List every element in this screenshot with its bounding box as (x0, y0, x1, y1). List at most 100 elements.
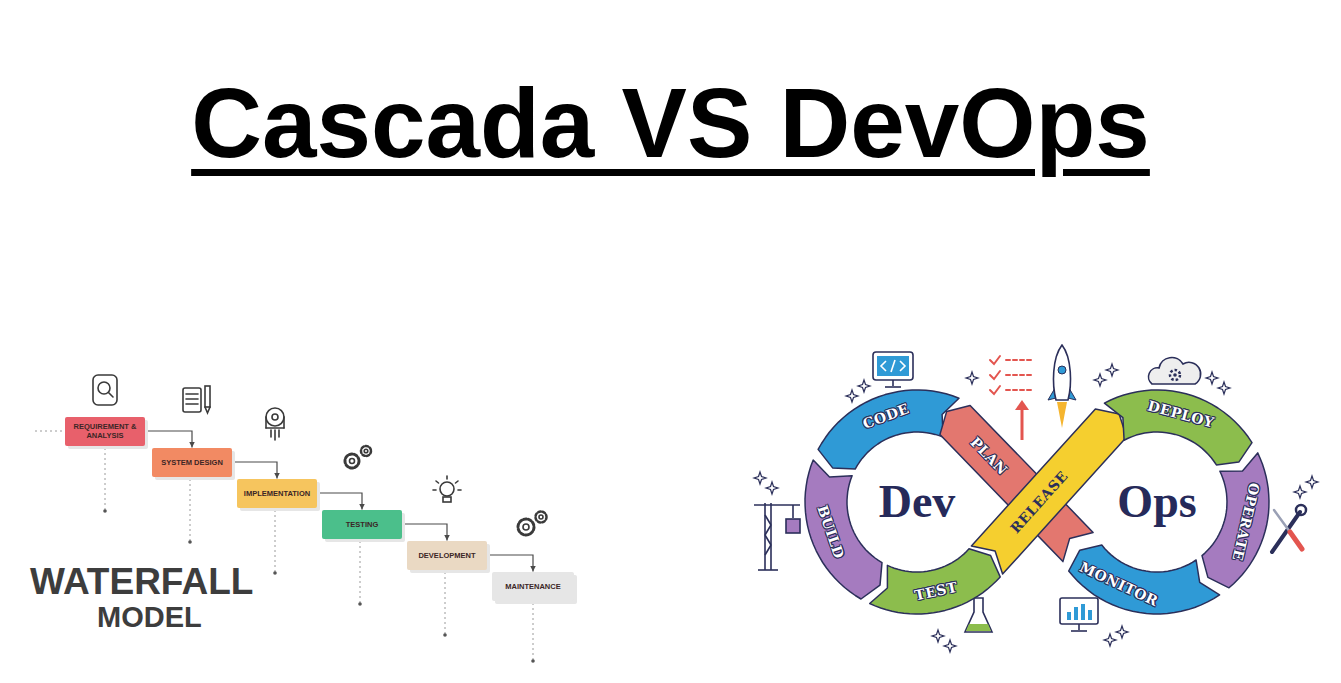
crane-icon (758, 569, 778, 571)
segment-shape (818, 390, 959, 469)
crane-icon (765, 535, 771, 545)
loop-center-label: Dev (879, 479, 956, 525)
waterfall-icon (270, 430, 272, 437)
sparkle (846, 390, 858, 402)
segment-shape (1202, 453, 1269, 588)
step-label: MAINTENANCE (505, 582, 560, 591)
chart-monitor-icon (1088, 610, 1092, 620)
segment-outline (1199, 450, 1271, 590)
sparkle (766, 482, 778, 494)
cloud-gear-icon (1173, 373, 1177, 377)
model-title: MODEL (97, 603, 202, 632)
waterfall-icon (278, 430, 280, 437)
crane-icon (786, 519, 800, 533)
waterfall-guide (105, 448, 106, 510)
flow-arrow (145, 431, 192, 448)
code-monitor-icon (877, 356, 909, 376)
chart-monitor-icon (1060, 598, 1098, 624)
waterfall-guide (360, 541, 361, 603)
cloud-gear-icon (1170, 370, 1180, 380)
process-step-box: REQUIREMENT & ANALYSIS (65, 417, 145, 446)
code-monitor-icon (873, 352, 913, 387)
segment-shape (805, 460, 882, 599)
crane-icon (770, 503, 772, 570)
tools-icon (1296, 505, 1306, 515)
code-monitor-icon (891, 360, 895, 372)
crane-icon (765, 515, 771, 525)
sparkle (932, 630, 944, 642)
cloud-gear-icon (1148, 358, 1200, 384)
step-label: SYSTEM DESIGN (161, 458, 223, 467)
tools-icon (1290, 532, 1302, 549)
sparkle (1104, 634, 1116, 646)
crane-icon (792, 505, 794, 518)
waterfall-icon (456, 481, 459, 483)
step-label: IMPLEMENTATION (244, 489, 310, 498)
sparkle (1106, 364, 1118, 376)
flask-icon (966, 624, 991, 631)
waterfall-icon (345, 454, 359, 468)
devops-loop-segment: CODE (816, 388, 961, 472)
waterfall-icon (440, 482, 454, 496)
process-step-box: DEVELOPMENT (407, 541, 487, 570)
waterfall-icon (205, 386, 210, 407)
crane-icon (765, 545, 771, 555)
waterfall-icon (361, 446, 371, 456)
segment-shape (1104, 390, 1252, 465)
sparkle (1306, 476, 1318, 488)
segment-shape (1069, 545, 1220, 614)
step-label: TESTING (346, 520, 379, 529)
guide-dot (188, 540, 192, 544)
plan-arrow-icon (1015, 400, 1029, 440)
segment-outline (1102, 388, 1254, 467)
guide-dot (103, 509, 107, 513)
guide-dot (358, 602, 362, 606)
sparkle (1206, 372, 1218, 384)
waterfall-guide (445, 572, 446, 634)
waterfall-icon (518, 519, 534, 535)
devops-loop-segment: MONITOR (1066, 543, 1222, 616)
process-step-box: IMPLEMENTATION (237, 479, 317, 508)
cloud-gear-icon (1148, 358, 1200, 384)
flask-icon (965, 598, 992, 632)
rocket-icon (1054, 345, 1071, 400)
waterfall-icon (266, 408, 284, 426)
sparkle (754, 364, 1318, 652)
waterfall-icon (433, 489, 436, 491)
waterfall-icon (93, 375, 117, 405)
checklist-icon (1006, 359, 1032, 361)
sparkle (1116, 626, 1128, 638)
chart-monitor-icon (1067, 612, 1071, 620)
waterfall-guide (190, 479, 191, 541)
model-title: WATERFALL (30, 563, 253, 600)
waterfall-icon (350, 459, 355, 464)
rocket-icon (1057, 402, 1067, 428)
sparkle (966, 372, 978, 384)
waterfall-icon (186, 403, 198, 405)
guide-dot (443, 633, 447, 637)
tools-icon (1272, 512, 1300, 552)
segment-outline (1066, 543, 1222, 616)
page-title: Cascada VS DevOps (0, 74, 1341, 172)
checklist-icon (990, 371, 1000, 379)
sparkle (1094, 374, 1106, 386)
code-monitor-icon (892, 380, 894, 386)
waterfall-guide (35, 431, 533, 660)
code-monitor-icon (885, 386, 901, 388)
waterfall-icon (436, 481, 439, 483)
waterfall-icon (265, 417, 267, 428)
waterfall-icon (266, 427, 284, 429)
flow-arrow (402, 524, 447, 541)
chart-monitor-icon (1074, 607, 1078, 620)
chart-monitor-icon (1060, 598, 1098, 631)
plan-arrow-icon (1015, 400, 1029, 410)
crane-icon (754, 503, 800, 570)
sparkle (1218, 382, 1230, 394)
waterfall-icon (93, 375, 547, 535)
step-label: REQUIREMENT & ANALYSIS (68, 422, 142, 440)
rocket-icon (1058, 366, 1066, 374)
code-monitor-icon (873, 352, 913, 380)
waterfall-icon (186, 398, 198, 400)
waterfall-icon (274, 430, 276, 440)
